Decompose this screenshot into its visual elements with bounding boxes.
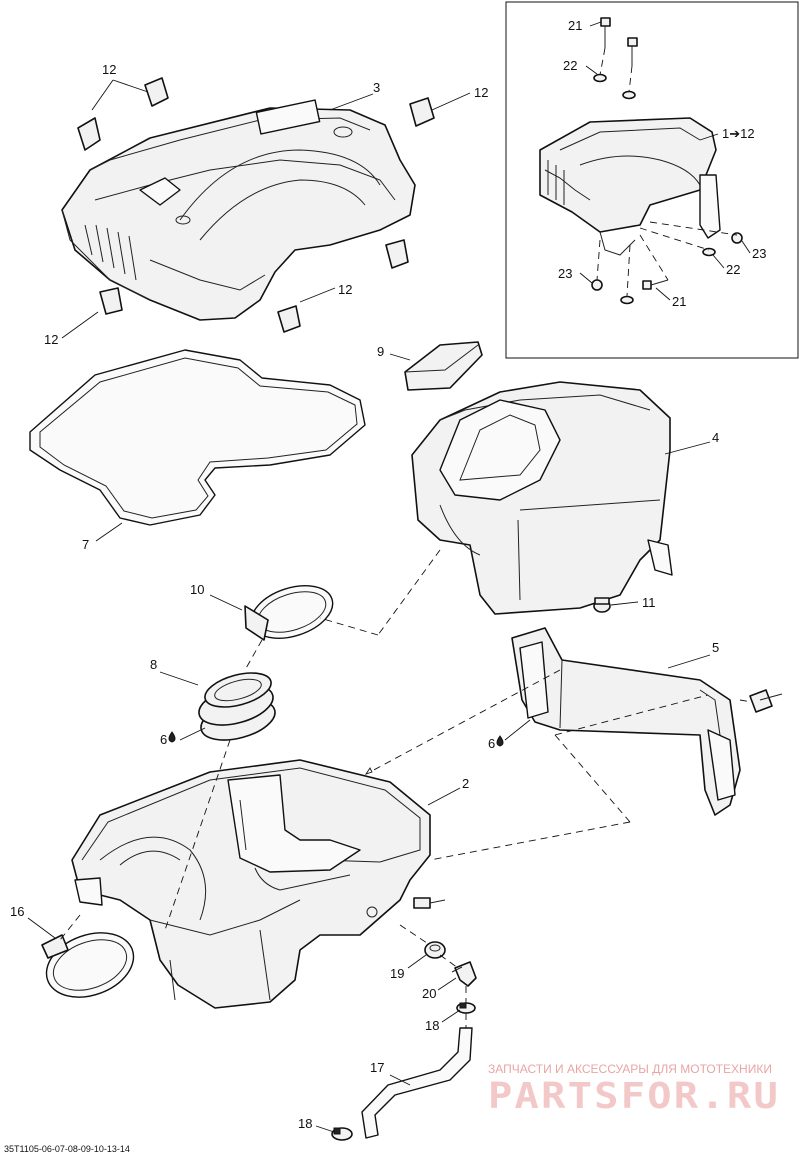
part-12-clips [77,77,435,333]
part-2-lower-airbox [71,759,431,1009]
drawing-code: 35T1105-06-07-08-09-10-13-14 [4,1144,130,1154]
inset-washer-22-bottom [620,247,716,305]
callout-12-top-left: 12 [102,62,116,77]
part-9-foam-pad [404,341,483,391]
oil-drop-icon [168,731,176,743]
part-16-clamp [41,932,135,998]
leader-lines [27,79,711,1133]
clip-12-e [277,305,301,333]
inset-bolt-21-top [600,17,638,66]
inset-callout-21-top: 21 [568,18,582,33]
part-18-hose-clamp-bottom [331,1127,353,1141]
clip-12-b [144,77,169,107]
part-20-elbow-fitting [451,961,477,987]
part-5-air-duct [511,627,741,816]
callout-18-bottom: 18 [298,1116,312,1131]
callout-7: 7 [82,537,89,552]
inset-callout-1-to-12: 1➔12 [722,126,755,141]
part-7-gasket [29,349,366,526]
callout-20: 20 [422,986,436,1001]
watermark-tagline: ЗАПЧАСТИ И АКСЕССУАРЫ ДЛЯ МОТОТЕХНИКИ [488,1062,772,1076]
assembly-arrow [364,767,373,775]
part-3-airbox-cover [61,99,416,321]
inset-frame [505,1,799,359]
assembly-inset: 21 22 1➔12 23 22 23 21 [505,1,799,359]
clip-12-a [77,117,101,151]
watermark: ЗАПЧАСТИ И АКСЕССУАРЫ ДЛЯ МОТОТЕХНИКИ PA… [488,1062,780,1117]
part-8-intake-boot [198,672,276,741]
callout-12-top-right: 12 [474,85,488,100]
callout-10: 10 [190,582,204,597]
inset-callout-22-bottom: 22 [726,262,740,277]
callout-3: 3 [373,80,380,95]
part-19-grommet [424,941,446,959]
callout-8: 8 [150,657,157,672]
duct-bolt [749,689,783,713]
inset-bolt-21-bottom [642,279,669,290]
clip-12-f [385,239,409,269]
clip-12-c [409,97,435,127]
part-4-filter-housing [411,381,673,615]
watermark-brand: PARTSFOR.RU [488,1076,780,1117]
inset-callout-23-right: 23 [752,246,766,261]
oil-drop-icon [496,735,504,747]
callout-5: 5 [712,640,719,655]
part-18-hose-clamp-top [456,1002,476,1014]
inset-callout-21-bottom: 21 [672,294,686,309]
callout-9: 9 [377,344,384,359]
callout-16: 16 [10,904,24,919]
callout-2: 2 [462,776,469,791]
callout-6-left: 6 [160,732,167,747]
inset-assembled-airbox [539,117,721,256]
callout-6-right: 6 [488,736,495,751]
callout-12-middle: 12 [338,282,352,297]
cover-ribs [84,224,137,281]
assembly-lines [59,549,753,1028]
clip-12-d [99,287,123,315]
callout-4: 4 [712,430,719,445]
part-11-grommet [593,597,611,613]
callout-19: 19 [390,966,404,981]
inset-nut-23 [591,232,743,291]
inset-callout-23-left: 23 [558,266,572,281]
callout-17: 17 [370,1060,384,1075]
airbox-fitting [413,897,446,909]
callout-11: 11 [642,595,656,610]
callout-18-top: 18 [425,1018,439,1033]
part-10-clamp [244,585,334,641]
inset-callout-22-top: 22 [563,58,577,73]
part-17-drain-hose [361,1027,473,1139]
callout-12-left: 12 [44,332,58,347]
inset-washer-22-top [593,73,636,100]
